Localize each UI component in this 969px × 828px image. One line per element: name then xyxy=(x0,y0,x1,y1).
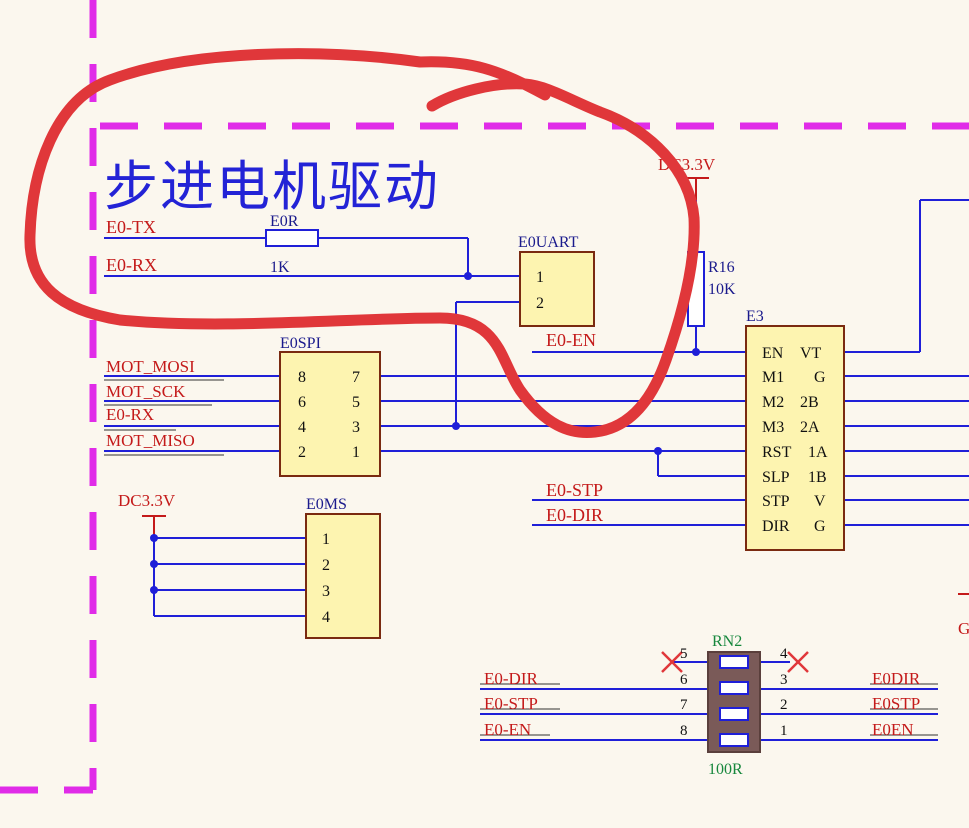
driver-pin-label: 2B xyxy=(800,394,819,411)
net-label-e0dir: E0DIR xyxy=(872,669,921,688)
net-label-e0-dir: E0-DIR xyxy=(546,505,603,525)
header-e0ms xyxy=(305,513,381,639)
net-label-e0-en: E0-EN xyxy=(484,720,531,739)
driver-pin-label: G xyxy=(814,369,826,386)
uart-section: E0-TX E0-RX E0R 1K E0UART 1 2 xyxy=(104,213,595,426)
ms-pin: 4 xyxy=(322,609,330,626)
hand-drawn-annotation-loop xyxy=(24,48,700,438)
header-e0spi-ref: E0SPI xyxy=(280,335,321,352)
net-label-e0-tx: E0-TX xyxy=(106,217,156,237)
spi-section: MOT_MOSI MOT_SCK E0-RX MOT_MISO E0SPI 8 … xyxy=(104,335,746,477)
net-label-mot-mosi: MOT_MOSI xyxy=(106,357,195,376)
junction-dot xyxy=(452,422,460,430)
driver-e3 xyxy=(745,325,845,551)
rn-pin: 7 xyxy=(680,697,688,713)
net-label-mot-sck: MOT_SCK xyxy=(106,382,186,401)
spi-pin: 3 xyxy=(352,419,360,436)
driver-pin-label: EN xyxy=(762,345,784,362)
junction-dot xyxy=(150,560,158,568)
connector-e0uart-ref: E0UART xyxy=(518,234,579,251)
driver-pin-label: 1A xyxy=(808,444,828,461)
spi-pin: 1 xyxy=(352,444,360,461)
driver-pin-label: M3 xyxy=(762,419,784,436)
driver-pin-label: DIR xyxy=(762,518,790,535)
junction-dot xyxy=(150,586,158,594)
net-label-e0stp: E0STP xyxy=(872,694,920,713)
no-connect-marker xyxy=(661,651,683,673)
spi-pin: 8 xyxy=(298,369,306,386)
resistor-e0r-ref: E0R xyxy=(270,213,299,230)
net-label-e0-rx: E0-RX xyxy=(106,255,157,275)
rn2-value: 100R xyxy=(708,761,743,778)
junction-dot xyxy=(150,534,158,542)
net-label-e0-rx: E0-RX xyxy=(106,405,154,424)
net-label-mot-miso: MOT_MISO xyxy=(106,431,195,450)
junction-dot xyxy=(654,447,662,455)
resistor-r16-value: 10K xyxy=(708,281,736,298)
driver-section: E0-STP E0-DIR E3 EN M1 M2 M3 RST SLP STP… xyxy=(532,199,969,551)
spi-pin: 4 xyxy=(298,419,306,436)
power-label-left: DC3.3V xyxy=(118,491,176,510)
driver-pin-label: M1 xyxy=(762,369,784,386)
ms-pin: 2 xyxy=(322,557,330,574)
driver-pin-label: SLP xyxy=(762,469,790,486)
header-e0spi xyxy=(279,351,381,477)
spi-pin: 2 xyxy=(298,444,306,461)
connector-e0uart-pin: 2 xyxy=(536,295,544,312)
driver-pin-label: STP xyxy=(762,493,790,510)
no-connect-marker xyxy=(787,651,809,673)
net-label-e0-en: E0-EN xyxy=(546,330,596,350)
net-label-e0-stp: E0-STP xyxy=(484,694,538,713)
ms-pin: 3 xyxy=(322,583,330,600)
section-title: 步进电机驱动 xyxy=(104,155,440,218)
driver-pin-label: 1B xyxy=(808,469,827,486)
driver-pin-label: G xyxy=(814,518,826,535)
rn-pin: 3 xyxy=(780,672,788,688)
net-label-e0-stp: E0-STP xyxy=(546,480,603,500)
sheet-boundary xyxy=(0,0,969,794)
ms-pin: 1 xyxy=(322,531,330,548)
rn-pin: 1 xyxy=(780,723,788,739)
driver-e3-ref: E3 xyxy=(746,308,764,325)
resistor-e0r xyxy=(265,229,319,247)
rn-pin: 6 xyxy=(680,672,688,688)
rn2-ref: RN2 xyxy=(712,633,742,650)
ms-section: DC3.3V E0MS 1 2 3 4 xyxy=(118,491,381,639)
rn-pin: 4 xyxy=(780,646,788,662)
partial-power-symbol: G xyxy=(958,593,969,638)
driver-pin-label: 2A xyxy=(800,419,820,436)
connector-e0uart xyxy=(519,251,595,327)
rn-pin: 5 xyxy=(680,646,688,662)
spi-pin: 7 xyxy=(352,369,360,386)
driver-pin-label: M2 xyxy=(762,394,784,411)
driver-pin-label: RST xyxy=(762,444,792,461)
resistor-r16-ref: R16 xyxy=(708,259,735,276)
rn-pin: 8 xyxy=(680,723,688,739)
header-e0ms-ref: E0MS xyxy=(306,496,347,513)
spi-pin: 5 xyxy=(352,394,360,411)
driver-pin-label: VT xyxy=(800,345,822,362)
rn-section: RN2 100R 5 6 7 8 4 3 2 1 E0-DIR E0-STP E… xyxy=(480,633,938,778)
connector-e0uart-pin: 1 xyxy=(536,269,544,286)
spi-pin: 6 xyxy=(298,394,306,411)
junction-dot xyxy=(464,272,472,280)
driver-pin-label: V xyxy=(814,493,826,510)
rn-pin: 2 xyxy=(780,697,788,713)
en-net: E0-EN xyxy=(532,330,746,353)
right-edge-label: G xyxy=(958,619,969,638)
resistor-e0r-value: 1K xyxy=(270,259,290,276)
net-label-e0en: E0EN xyxy=(872,720,914,739)
net-label-e0-dir: E0-DIR xyxy=(484,669,538,688)
